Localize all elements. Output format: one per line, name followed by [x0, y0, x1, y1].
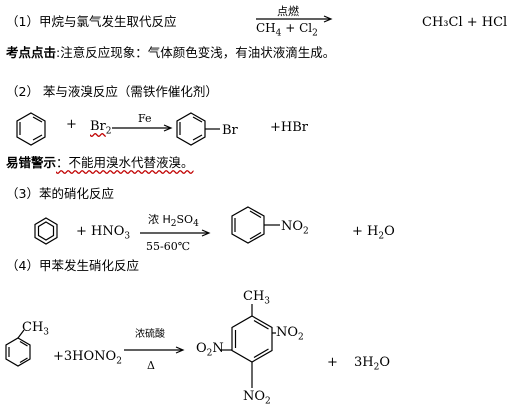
reaction-4-product-o2n: O2N: [196, 341, 224, 359]
reaction-3-reagent: + HNO3: [76, 224, 131, 242]
reaction-2-hbr: +HBr: [270, 120, 308, 135]
benzene-ring-icon-2: [34, 217, 58, 245]
reaction-2-plus: +: [66, 117, 77, 132]
reaction-2-title: （2） 苯与液溴反应（需铁作催化剂）: [6, 84, 218, 99]
reaction-4-reactant-ch3: CH3: [22, 320, 50, 338]
trinitrotoluene-ring-icon: [220, 304, 276, 388]
reaction-4-condition-top: 浓硫酸: [135, 329, 165, 340]
reaction-2-bromine: Br2: [90, 119, 112, 137]
reaction-2-catalyst: Fe: [138, 112, 152, 125]
reaction-4-arrow: [124, 346, 185, 354]
reaction-3-no2: NO2: [281, 219, 309, 237]
reaction-3-condition-bottom: 55-60℃: [146, 240, 191, 253]
key-point-1-text: :注意反应现象：气体颜色变浅，有油状液滴生成。: [56, 45, 336, 60]
reaction-4-condition-bottom: Δ: [147, 359, 155, 372]
bromobenzene-ring-icon: [176, 112, 220, 146]
reaction-1-arrow: [256, 15, 333, 23]
key-point-2-label: 易错警示: [6, 155, 57, 170]
nitrobenzene-ring-icon: [231, 206, 280, 244]
reaction-3-arrow: [140, 229, 211, 237]
reaction-4-product-ch3: CH3: [243, 289, 271, 307]
key-point-2-text: ：不能用溴水代替液溴。: [56, 155, 194, 170]
benzene-ring-icon: [16, 112, 46, 146]
reaction-4-water: 3H2O: [354, 355, 391, 373]
key-point-2: 易错警示：不能用溴水代替液溴。: [6, 155, 194, 170]
toluene-ring-icon: [5, 329, 31, 367]
reaction-3-title: （3）苯的硝化反应: [6, 186, 114, 201]
reaction-2-br-substituent: Br: [222, 123, 238, 138]
reaction-4-product-no2-bottom: NO2: [243, 389, 271, 407]
reaction-3-water: + H2O: [352, 224, 395, 242]
reaction-4-reagent: +3HONO2: [53, 349, 122, 367]
reaction-1-condition: 点燃: [277, 5, 299, 18]
key-point-1: 考点点击:注意反应现象：气体颜色变浅，有油状液滴生成。: [6, 45, 336, 60]
reaction-1-products: CH₃Cl + HCl: [422, 15, 508, 30]
reaction-1-title: （1）甲烷与氯气发生取代反应: [6, 14, 177, 29]
reaction-4-product-no2-right: NO2: [276, 325, 304, 343]
reaction-1-reactants: CH4 + Cl2: [256, 21, 318, 39]
reaction-2-arrow: [112, 124, 173, 132]
reaction-4-title: （4）甲苯发生硝化反应: [6, 258, 139, 273]
reaction-4-plus: +: [327, 355, 338, 370]
key-point-1-label: 考点点击: [6, 45, 57, 60]
reaction-3-condition-top: 浓 H2SO4: [148, 213, 199, 230]
